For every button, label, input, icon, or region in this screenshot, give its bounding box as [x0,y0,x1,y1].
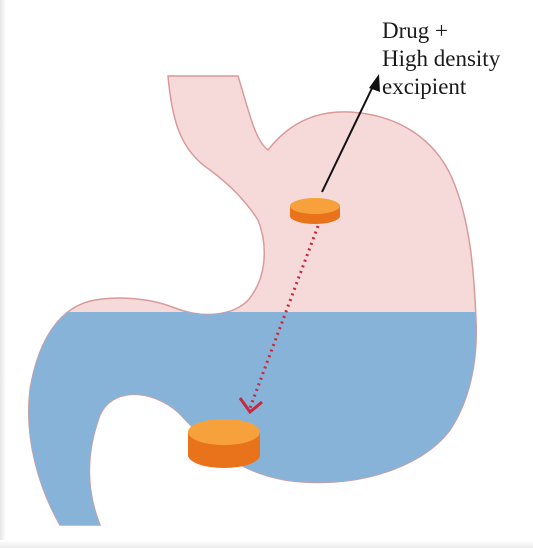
label-line-1: Drug + [382,17,532,45]
tablet-icon [188,419,260,468]
tablet-icon [290,198,340,224]
label-line-2: High density [382,45,532,73]
label-line-3: excipient [382,73,532,101]
image-border-bottom [0,540,533,548]
drug-label: Drug + High density excipient [382,17,532,101]
